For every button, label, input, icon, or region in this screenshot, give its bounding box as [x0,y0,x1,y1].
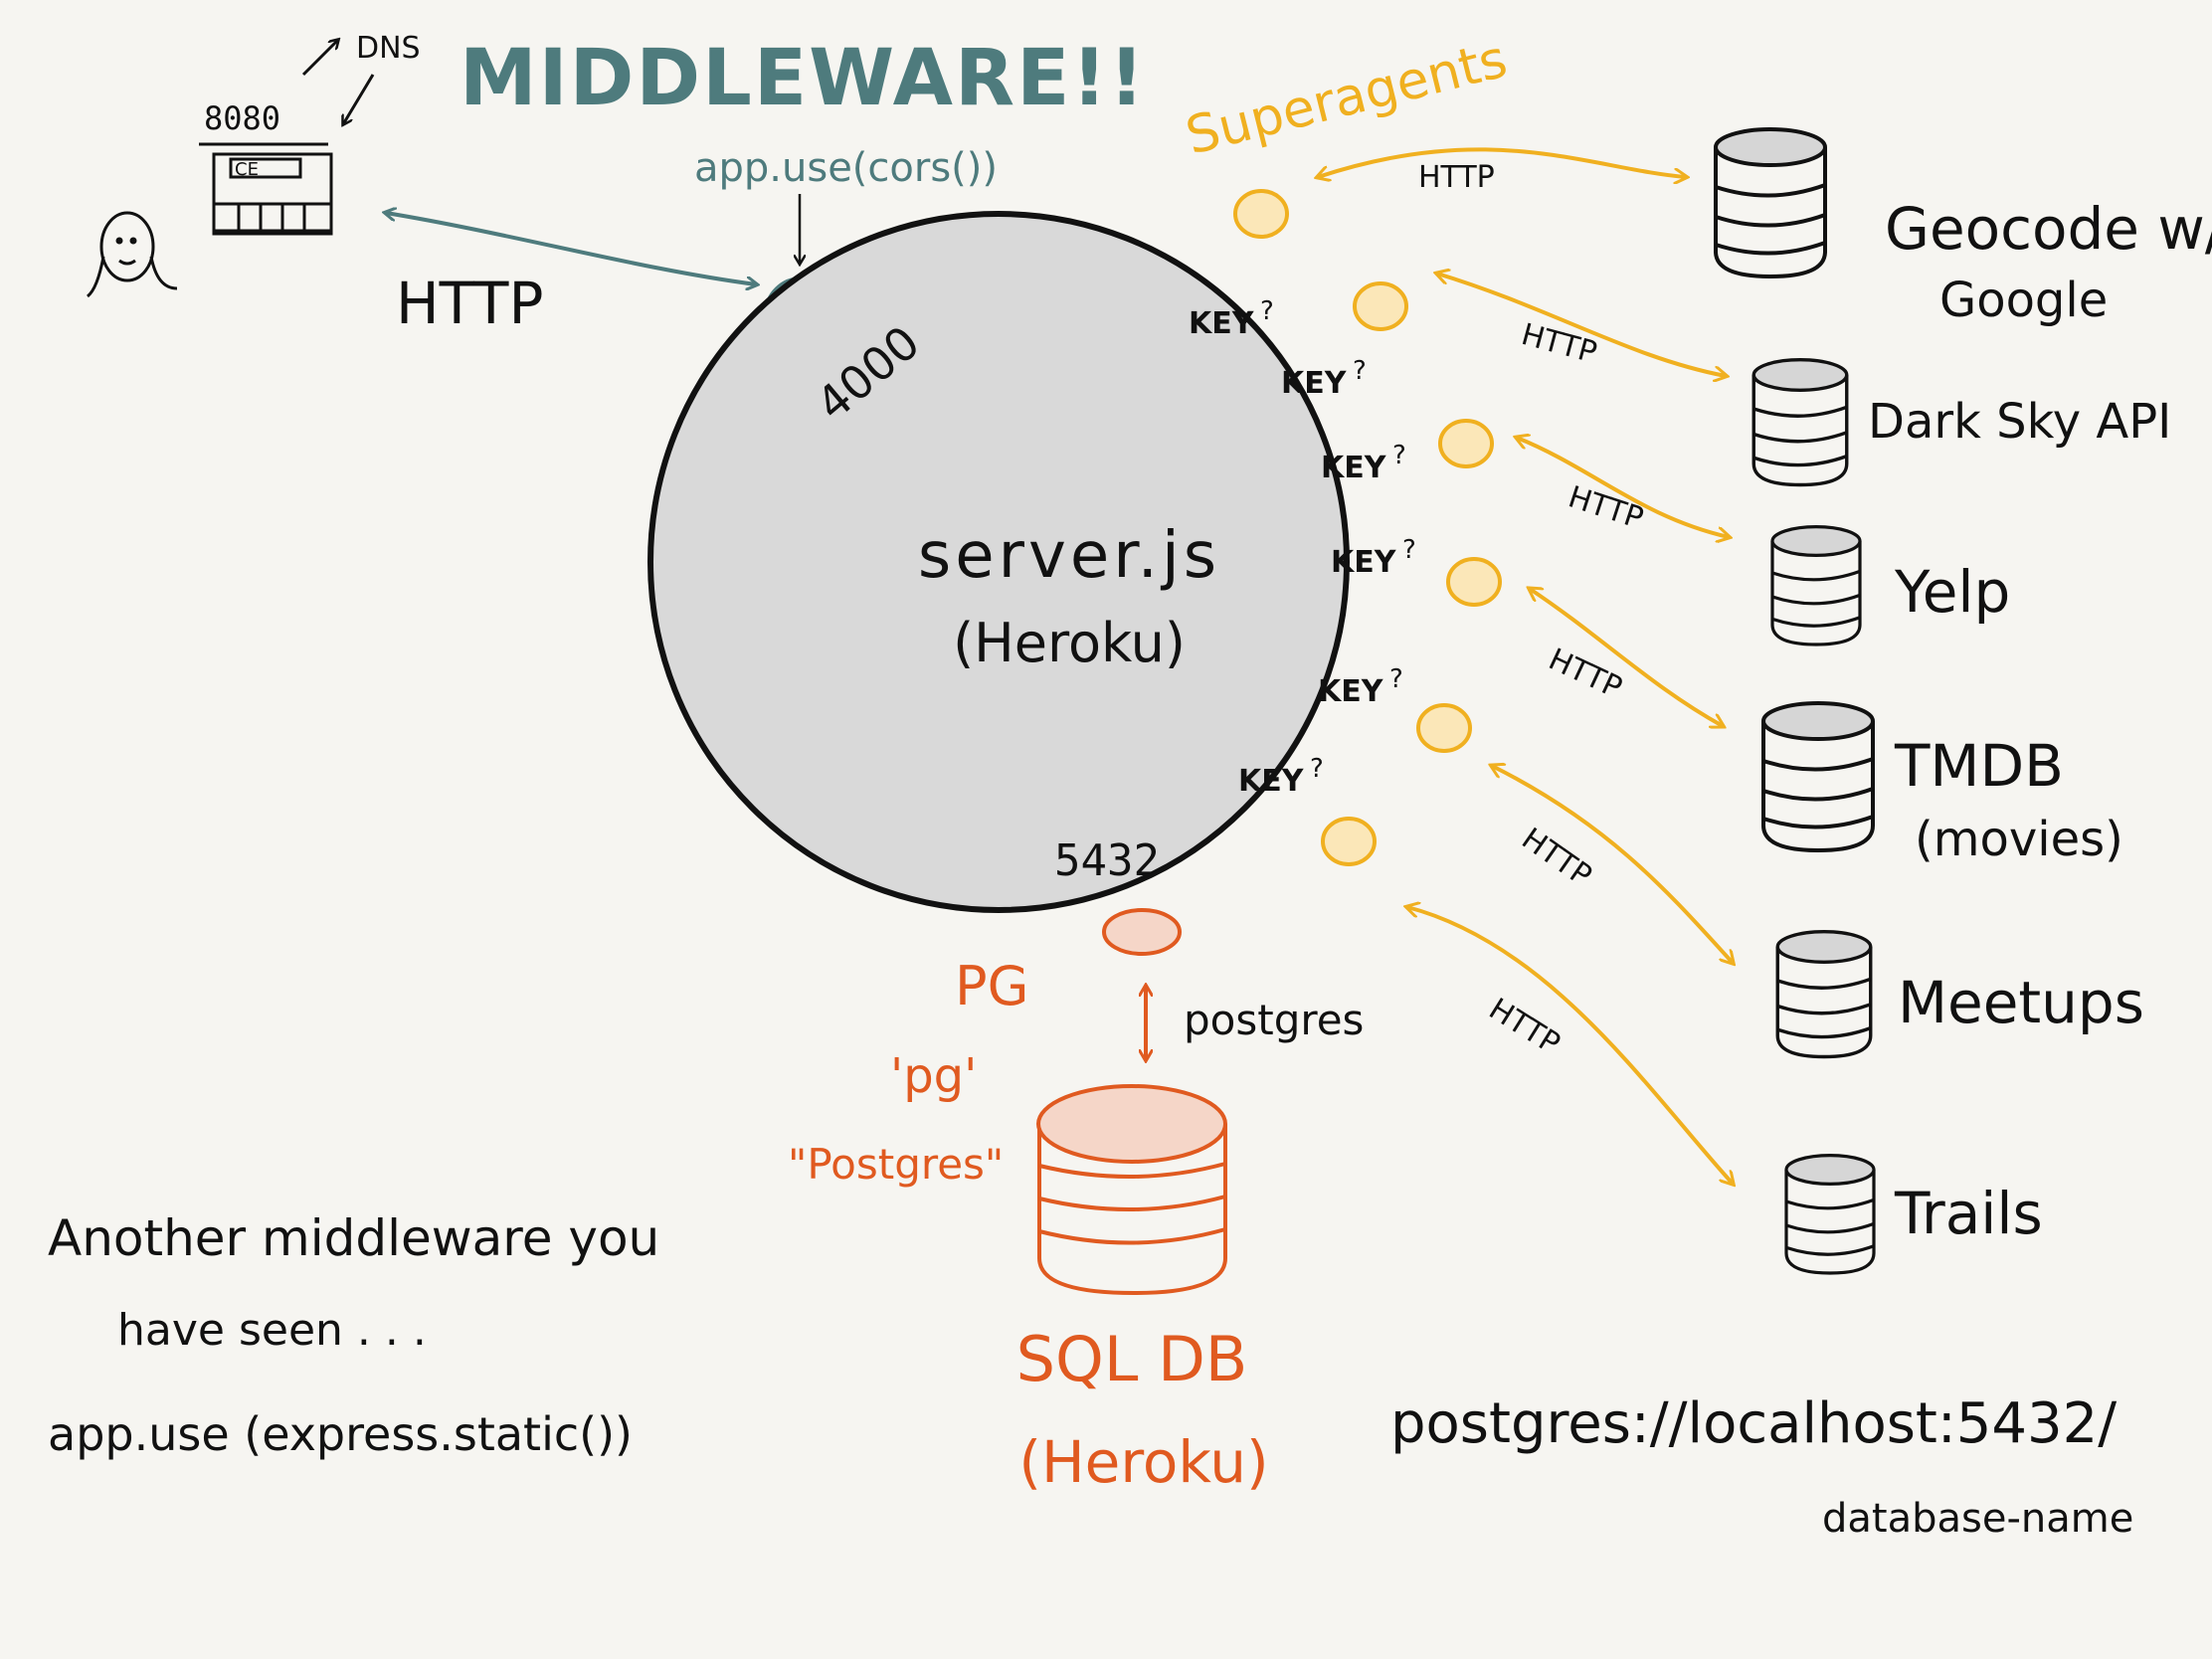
meetups-port-node [1416,703,1472,753]
yelp-http-arrow [1517,438,1729,537]
db-connection-label: postgres [1184,996,1364,1044]
server-host: (Heroku) [953,612,1186,674]
person-icon [86,211,178,298]
yelp-port-node [1438,419,1494,468]
key-question-mark-4: ? [1402,535,1416,565]
key-label-5: KEY [1318,674,1384,709]
tmdb-database-icon [1761,701,1875,853]
key-question-mark-6: ? [1310,754,1324,784]
tmdb-sublabel: (movies) [1915,812,2123,867]
yelp-label: Yelp [1894,558,2010,626]
trails-label: Trails [1894,1180,2043,1247]
db-port-node [1102,908,1182,956]
geocode-w-database-icon [1714,127,1827,279]
server-name: server.js [918,519,1220,593]
key-question-mark-5: ? [1389,664,1403,694]
key-label-4: KEY [1331,545,1397,580]
client-http-label: HTTP [396,270,543,337]
tmdb-label: TMDB [1894,732,2064,800]
dark-sky-api-http-label: HTTP [1518,317,1600,371]
geocode-w-port-node [1233,189,1289,239]
geocode-w-label: Geocode w/ [1885,195,2212,263]
trails-database-icon [1784,1154,1876,1275]
key-label-3: KEY [1321,451,1387,485]
dns-label: DNS [356,31,421,66]
dns-arrow-out [301,40,338,77]
tmdb-port-node [1446,557,1502,607]
cors-label: app.use(cors()) [694,145,998,191]
geocode-w-http-arrow [1318,147,1686,177]
meetups-label: Meetups [1898,969,2144,1036]
note-line-2: have seen . . . [117,1305,427,1356]
postgres-quote-label: "Postgres" [788,1140,1004,1189]
superagents-label: Superagents [1181,30,1513,167]
dark-sky-api-label: Dark Sky API [1868,394,2171,450]
key-label-2: KEY [1281,366,1348,401]
trails-http-label: HTTP [1483,992,1567,1061]
browser-icon [199,142,333,236]
dark-sky-api-database-icon [1751,358,1849,487]
meetups-database-icon [1775,930,1873,1059]
geocode-w-http-label: HTTP [1418,160,1495,195]
key-question-mark-1: ? [1260,296,1274,326]
db-host: (Heroku) [1018,1428,1268,1496]
ce-label: CE [235,159,259,180]
client-port-label: 8080 [204,99,280,137]
key-question-mark-2: ? [1353,356,1367,386]
dns-arrow-in [343,74,375,124]
tmdb-http-arrow [1530,589,1723,726]
meetups-http-arrow [1492,766,1733,963]
client-server-arrow [386,213,756,284]
key-label-6: KEY [1238,764,1305,799]
database-icon [1036,1084,1227,1296]
note-line-3: app.use (express.static()) [48,1407,633,1461]
trails-port-node [1321,817,1377,866]
yelp-http-label: HTTP [1565,479,1648,536]
note-line-1: Another middleware you [48,1209,659,1267]
geocode-w-sublabel: Google [1939,273,2108,328]
trails-http-arrow [1407,907,1733,1184]
server-port-bottom: 5432 [1054,835,1160,886]
key-question-mark-3: ? [1392,441,1406,470]
server-circle [647,211,1350,913]
connection-string-line-2: database-name [1822,1496,2133,1542]
dark-sky-api-port-node [1353,281,1408,331]
connection-string-line-1: postgres://localhost:5432/ [1390,1391,2117,1456]
diagram-title: MIDDLEWARE!! [460,34,1147,123]
dark-sky-api-http-arrow [1437,274,1726,376]
yelp-database-icon [1770,525,1862,646]
meetups-http-label: HTTP [1515,822,1597,894]
pg-quote-label: 'pg' [890,1048,977,1104]
key-label-1: KEY [1189,306,1255,341]
pg-label: PG [955,955,1028,1017]
db-name: SQL DB [1016,1323,1248,1395]
